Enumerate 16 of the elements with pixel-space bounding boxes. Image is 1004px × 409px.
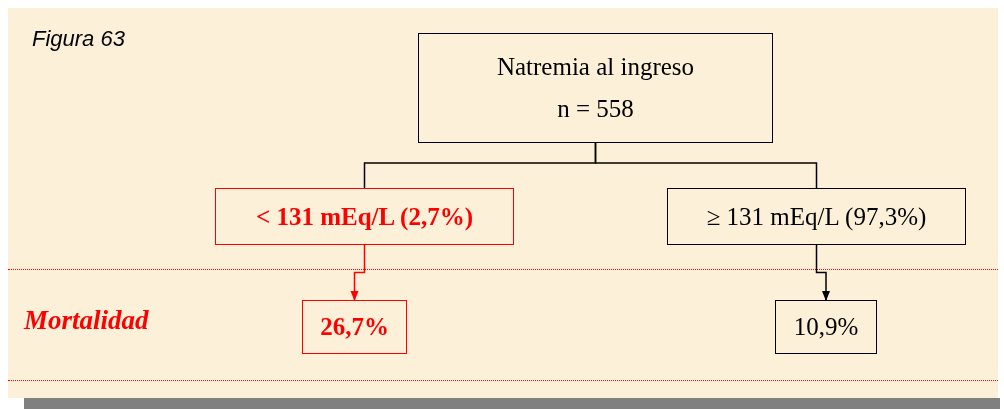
- process-box: [302, 300, 407, 354]
- box-text: n = 558: [557, 95, 634, 123]
- process-box: [215, 188, 514, 245]
- box-text: 26,7%: [320, 313, 389, 341]
- figure-number: Figura 63: [32, 26, 125, 52]
- box-text: Natremia al ingreso: [496, 53, 695, 81]
- connector-line: [594, 142, 818, 189]
- row-label: Mortalidad: [24, 305, 149, 336]
- arrow: [815, 244, 830, 301]
- box-text: 10,9%: [793, 313, 859, 341]
- process-box: [775, 300, 877, 354]
- box-text: < 131 mEq/L (2,7%): [255, 202, 473, 231]
- process-box: [418, 33, 773, 143]
- process-box: [667, 188, 966, 245]
- arrow: [350, 244, 366, 301]
- box-text: ≥ 131 mEq/L (97,3%): [706, 202, 927, 231]
